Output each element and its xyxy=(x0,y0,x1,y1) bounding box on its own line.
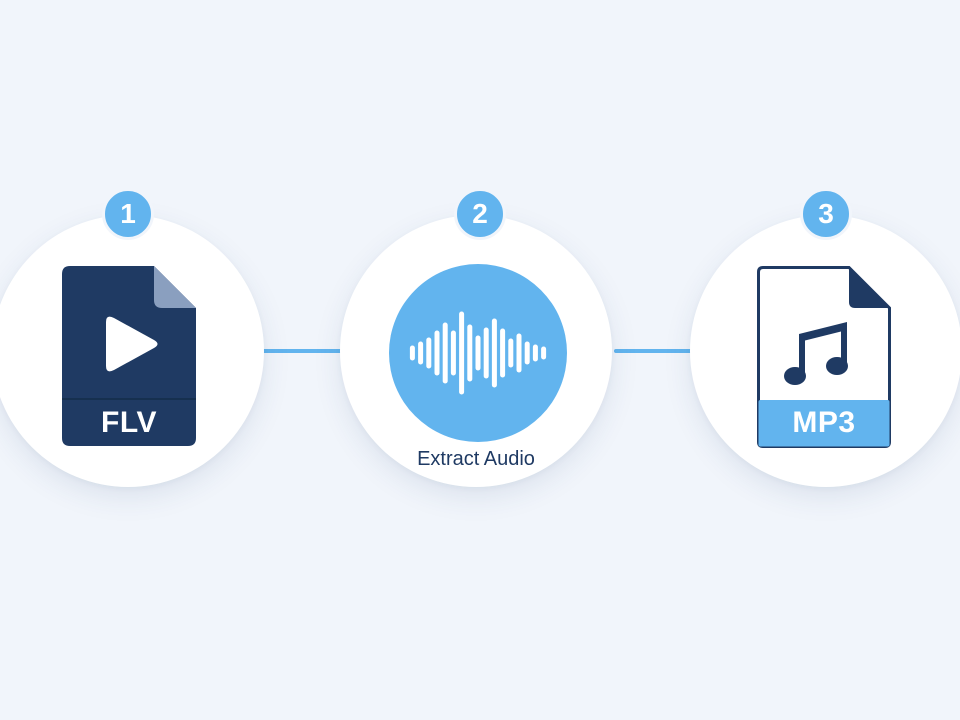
mp3-music-file-icon xyxy=(757,266,891,448)
step-1-badge: 1 xyxy=(102,188,154,240)
flv-video-file-icon xyxy=(62,266,196,446)
connector-line-2-3 xyxy=(614,349,692,353)
step-3-badge: 3 xyxy=(800,188,852,240)
step-2-badge: 2 xyxy=(454,188,506,240)
extract-audio-caption: Extract Audio xyxy=(417,448,535,470)
mp3-label: MP3 xyxy=(792,406,856,439)
audio-waveform-icon xyxy=(389,264,567,442)
connector-line-1-2 xyxy=(262,349,342,353)
flv-label: FLV xyxy=(101,406,157,439)
